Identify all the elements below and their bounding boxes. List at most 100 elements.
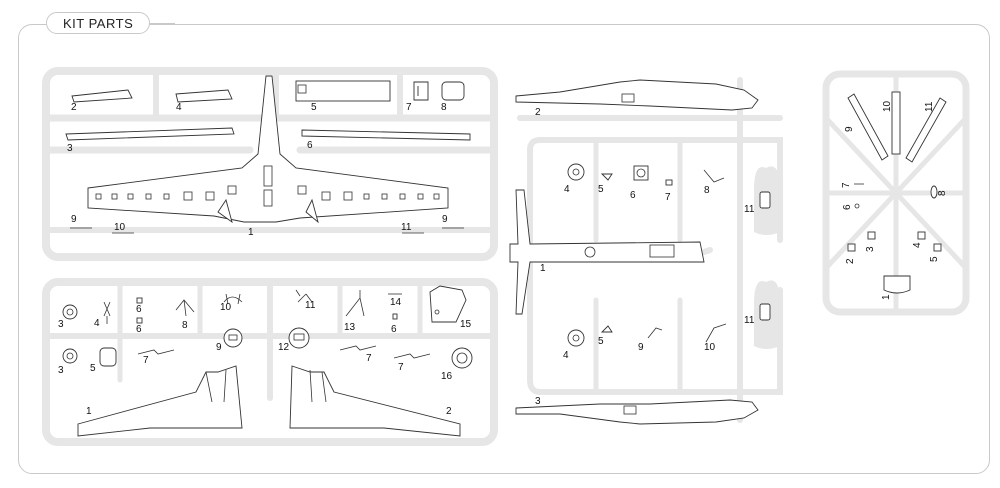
label-a3: 3 [67,143,73,154]
label-d10: 10 [882,100,893,112]
part-d4 [917,231,926,240]
part-b7-c [393,353,431,359]
label-c10: 10 [704,342,716,353]
label-a4: 4 [176,102,182,113]
part-c11-bottom [759,303,771,321]
part-b8 [175,299,195,317]
label-a5: 5 [311,102,317,113]
part-d8 [930,185,938,199]
label-b11: 11 [305,300,316,311]
label-a7: 7 [406,102,412,113]
kit-parts-frame [18,24,990,474]
part-c3-fuselage [515,399,759,425]
label-a9-right: 9 [442,214,448,225]
part-b6-c [392,313,398,320]
part-b3-top [62,304,78,320]
part-c5-b [600,325,613,333]
part-b9 [223,328,243,348]
part-b13 [345,290,365,317]
label-d2: 2 [845,258,856,264]
part-b2-wing-right [289,365,461,437]
label-b15: 15 [460,319,472,330]
part-a5 [295,80,391,102]
label-b10: 10 [220,302,232,313]
label-c9: 9 [638,342,644,353]
label-b4: 4 [94,318,100,329]
label-b7-a: 7 [143,355,149,366]
part-c10 [705,323,727,343]
label-a10: 10 [114,222,126,233]
part-d3 [867,231,876,240]
part-a6 [301,129,471,141]
label-c11-top: 11 [744,204,755,215]
part-c4-b [567,329,585,347]
part-b7-a [137,349,175,355]
part-c4 [567,163,585,181]
label-a9-left: 9 [71,214,77,225]
label-c5-b: 5 [598,336,604,347]
label-b6-b: 6 [136,324,142,335]
label-b3-top: 3 [58,319,64,330]
part-c2-fuselage [515,79,759,111]
part-a4 [175,89,233,103]
label-b12: 12 [278,342,290,353]
part-b6-b [136,317,143,324]
part-b12 [288,327,310,349]
part-d5 [933,243,942,252]
label-c6: 6 [630,190,636,201]
label-d4: 4 [912,242,923,248]
label-a2: 2 [71,102,77,113]
part-b4 [103,301,111,324]
label-d3: 3 [865,246,876,252]
part-b6-a [136,297,143,304]
label-b6-c: 6 [391,324,397,335]
label-c11-bottom: 11 [744,315,755,326]
part-a8 [441,81,465,101]
sprue-b: 3 4 6 6 8 10 11 13 14 6 15 9 12 3 5 7 7 … [42,278,498,446]
part-d9 [847,93,889,161]
label-b2: 2 [446,406,452,417]
part-c9 [647,327,663,339]
sprue-a: 2 4 5 7 8 3 6 1 9 10 11 9 [42,67,498,261]
part-b10 [223,293,243,305]
label-a11: 11 [401,222,412,233]
part-a3 [65,127,235,141]
part-c1-tail [509,189,705,315]
part-d2 [847,243,856,252]
label-b16: 16 [441,371,453,382]
label-d5: 5 [929,256,940,262]
label-b13: 13 [344,322,356,333]
label-b3-bottom: 3 [58,365,64,376]
part-b1-wing-left [77,365,243,437]
label-c5: 5 [598,184,604,195]
label-d8: 8 [937,190,948,196]
label-a6: 6 [307,140,313,151]
part-b16 [451,347,473,369]
part-b15 [429,285,467,323]
part-d11 [905,97,947,163]
label-c4: 4 [564,184,570,195]
part-d6 [854,203,860,209]
label-a1: 1 [248,227,254,238]
part-b5 [99,347,117,367]
label-c1: 1 [540,263,546,274]
part-d10 [891,91,901,155]
label-c8: 8 [704,185,710,196]
label-b9: 9 [216,342,222,353]
part-a2 [71,89,133,103]
label-c3: 3 [535,396,541,407]
part-c11-top [759,191,771,209]
part-c5 [600,173,613,181]
part-a1-wing [87,75,449,224]
label-b5: 5 [90,363,96,374]
label-d9: 9 [844,126,855,132]
label-b6-a: 6 [136,304,142,315]
part-c8 [703,169,725,183]
part-b7-b [339,345,377,351]
label-d11: 11 [924,101,935,112]
sprue-c: 2 4 5 6 7 8 11 1 4 5 9 10 11 3 [509,77,783,425]
kit-parts-title: KIT PARTS [46,12,176,34]
label-b1: 1 [86,406,92,417]
label-c7: 7 [665,192,671,203]
